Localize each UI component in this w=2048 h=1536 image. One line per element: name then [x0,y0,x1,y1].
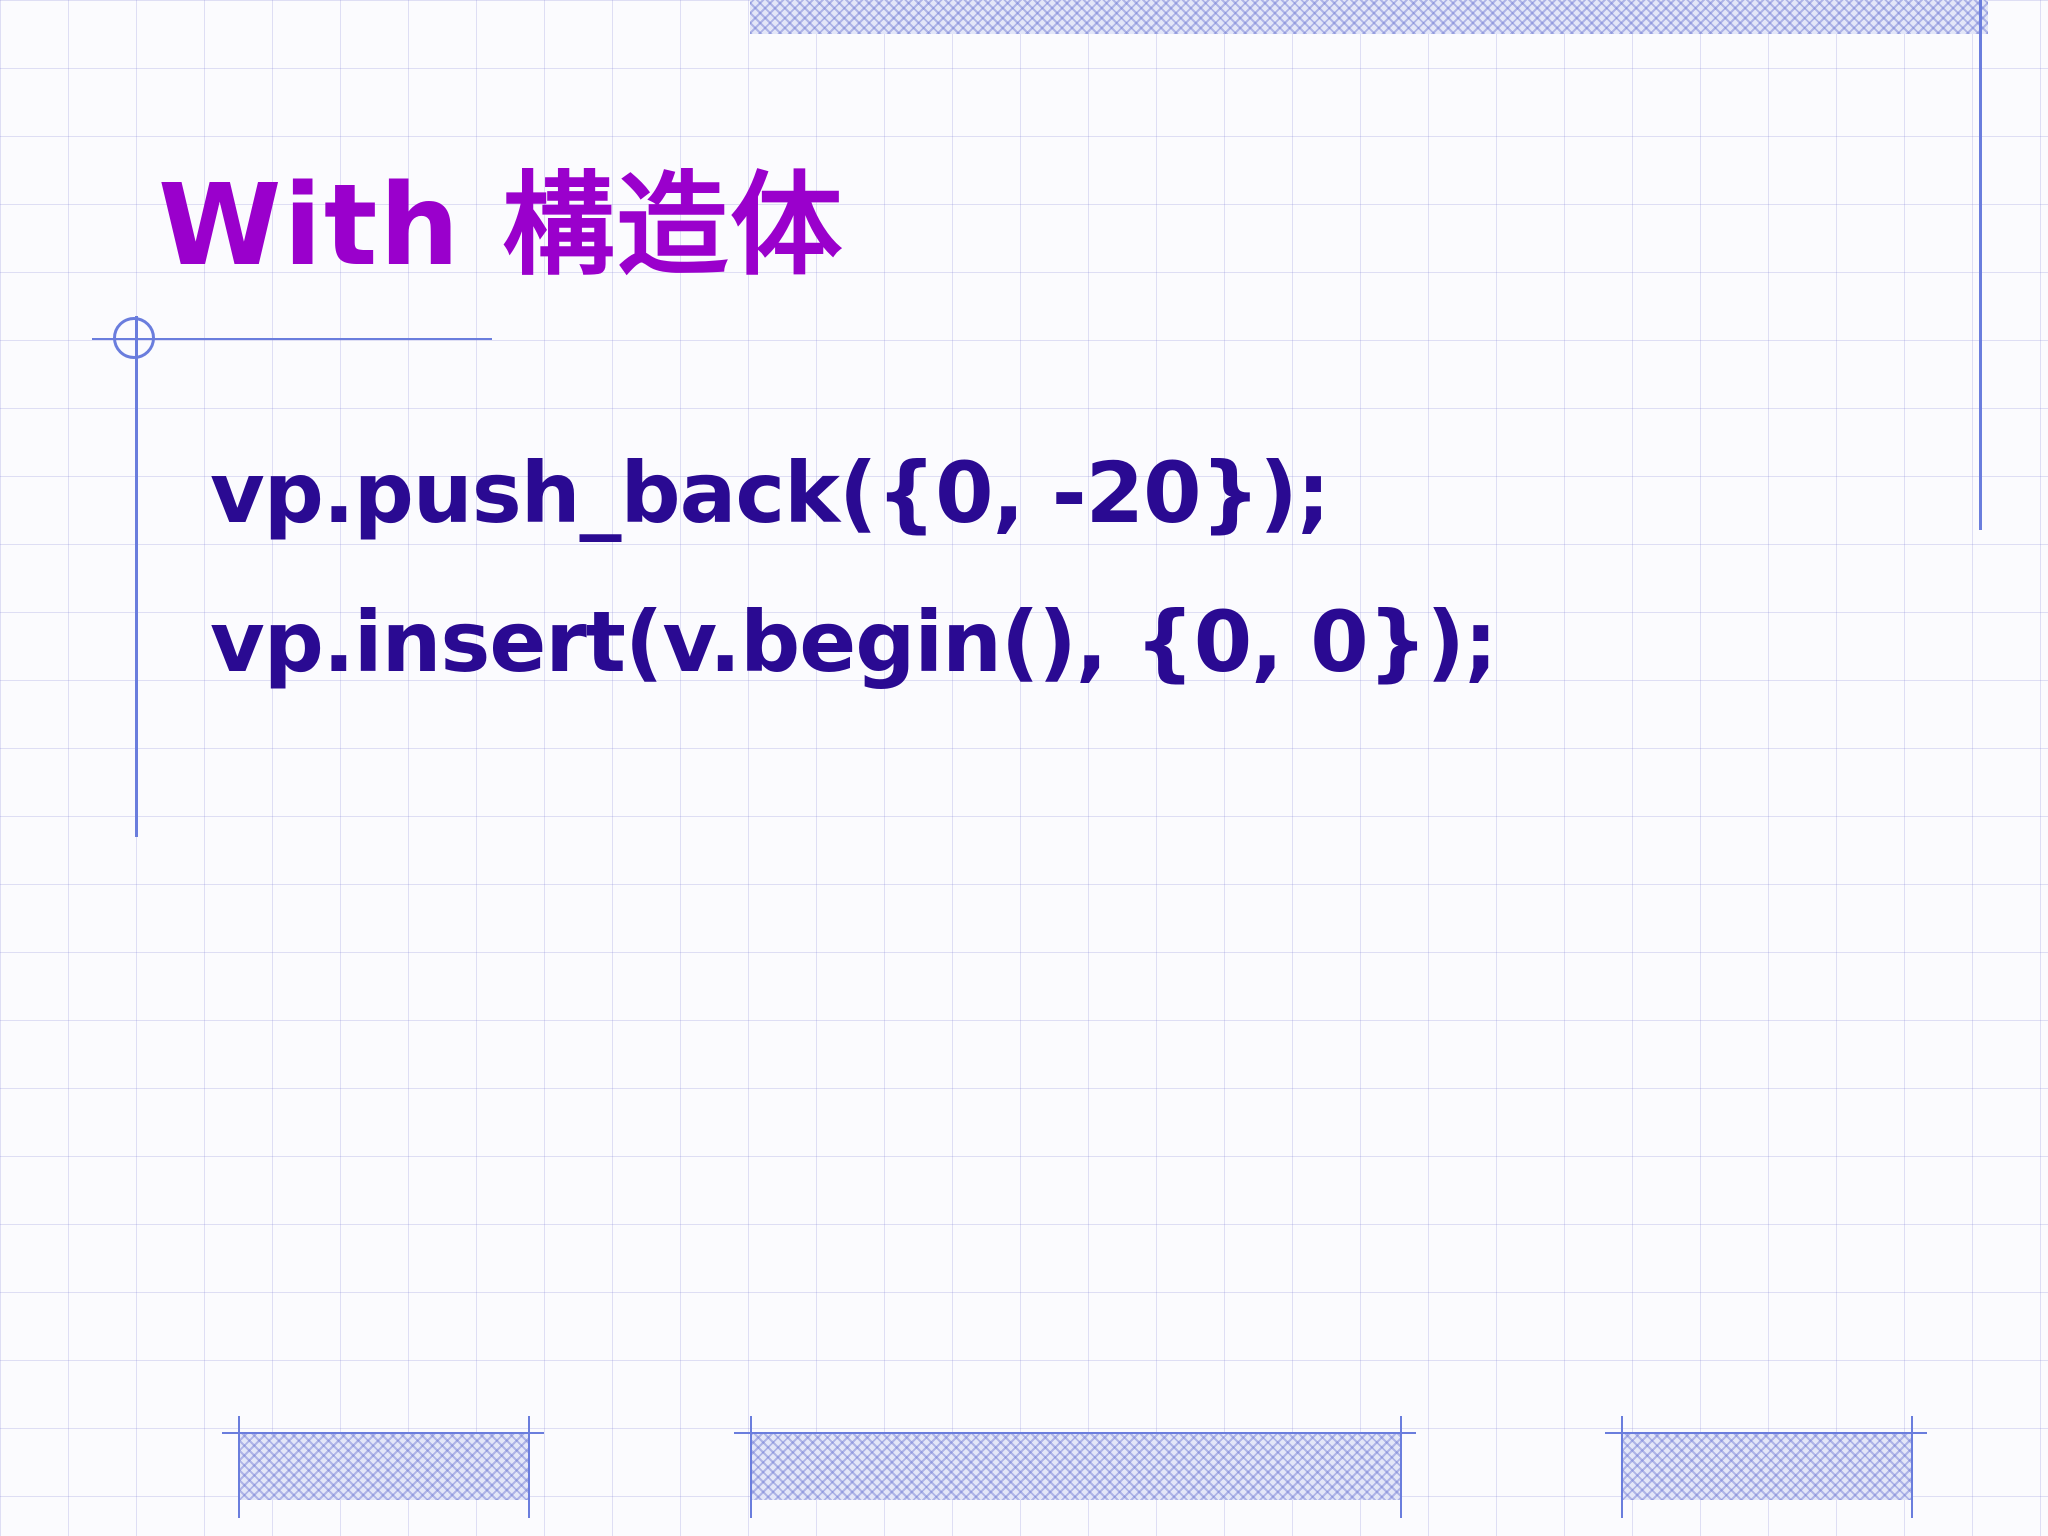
slide-title: With 構造体 [158,161,845,291]
left-vertical-rule [135,316,138,837]
code-line-push-back: vp.push_back({0, -20}); [210,444,1330,542]
top-decorative-bar [750,0,1988,34]
rule-corner-circle [113,317,155,359]
right-vertical-rule [1979,0,1982,530]
code-line-insert: vp.insert(v.begin(), {0, 0}); [210,593,1498,691]
title-underline-rule [92,338,492,340]
